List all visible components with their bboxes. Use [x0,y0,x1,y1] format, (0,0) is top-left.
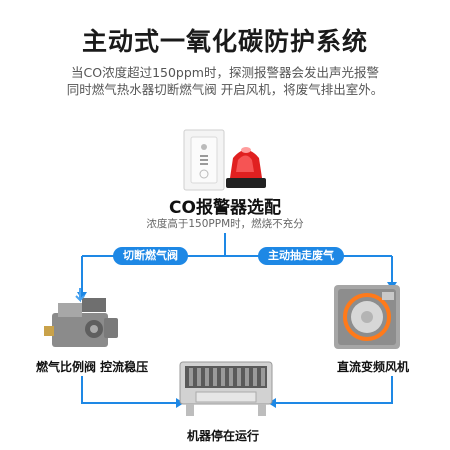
burner-icon [179,361,273,416]
line-right-bottom [272,376,393,404]
alarm-title: CO报警器选配 [169,198,281,218]
line-left-bottom [81,376,180,404]
description-line-2: 同时燃气热水器切断燃气阀 开启风机，将废气排出室外。 [66,82,384,97]
co-detector-icon [183,129,225,191]
action-cut-gas-valve: 切断燃气阀 [113,247,188,265]
description-line-1: 当CO浓度超过150ppm时，探测报警器会发出声光报警 [71,65,379,80]
valve-caption: 燃气比例阀 控流稳压 [36,360,149,374]
page-title: 主动式一氧化碳防护系统 [81,27,368,56]
alarm-subtitle: 浓度高于150PPM时，燃烧不充分 [146,218,304,230]
fan-caption: 直流变频风机 [337,360,410,374]
siren-icon [226,147,266,188]
dc-fan-icon [334,285,400,349]
action-extract-exhaust: 主动抽走废气 [258,247,344,265]
machine-caption: 机器停在运行 [187,429,260,443]
gas-valve-icon [44,288,118,347]
